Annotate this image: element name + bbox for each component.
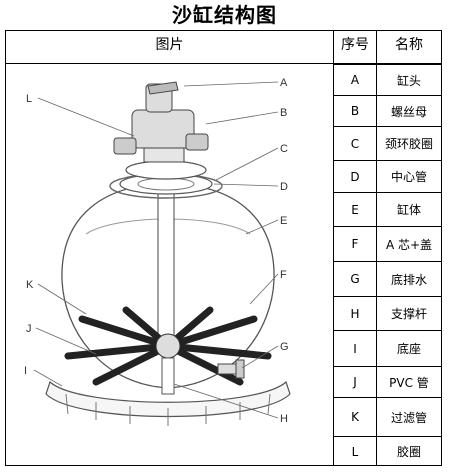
part-code: I (334, 330, 376, 366)
part-code: K (334, 397, 376, 436)
diagram-label-e: E (280, 215, 287, 227)
part-code: B (334, 95, 376, 126)
column-divider (333, 30, 334, 466)
part-name: 底座 (377, 330, 441, 366)
part-name: 过滤管 (377, 397, 441, 436)
part-code: G (334, 261, 376, 296)
column-divider (376, 30, 377, 466)
support-rod (161, 357, 175, 395)
part-code: E (334, 192, 376, 226)
part-code: H (334, 296, 376, 330)
part-name: PVC 管 (377, 366, 441, 397)
part-code: A (334, 64, 376, 95)
diagram-label-f: F (280, 269, 287, 281)
diagram-label-i: I (24, 365, 27, 377)
part-code: J (334, 366, 376, 397)
part-name: A 芯+盖 (377, 226, 441, 261)
diagram-label-l: L (26, 93, 32, 105)
sand-filter-diagram: A B C D E F G H I J K L (24, 77, 291, 426)
header-name: 名称 (377, 30, 441, 64)
part-code: C (334, 126, 376, 160)
lateral-hub (155, 333, 181, 359)
diagram-label-j: J (26, 323, 32, 335)
part-name: 缸头 (377, 64, 441, 95)
part-code: D (334, 160, 376, 192)
nut-ring (125, 160, 207, 180)
header-image: 图片 (6, 30, 333, 64)
part-name: 螺丝母 (377, 95, 441, 126)
diagram-label-d: D (280, 181, 288, 193)
part-code: L (334, 436, 376, 466)
drain-fitting (217, 359, 245, 379)
part-name: 颈环胶圈 (377, 126, 441, 160)
lateral-pipes (64, 306, 272, 386)
parts-table (5, 30, 442, 466)
part-name: 中心管 (377, 160, 441, 192)
diagram-label-c: C (280, 143, 288, 155)
part-name: 胶圈 (377, 436, 441, 466)
part-name: 支撑杆 (377, 296, 441, 330)
tank-base (45, 380, 291, 418)
diagram-label-a: A (280, 77, 288, 89)
diagram-label-k: K (26, 279, 34, 291)
diagram-label-b: B (280, 107, 287, 119)
part-name: 底排水 (377, 261, 441, 296)
header-index: 序号 (334, 30, 376, 64)
diagram-label-g: G (280, 341, 289, 353)
diagram-label-h: H (280, 413, 288, 425)
valve-head (113, 81, 209, 163)
part-code: F (334, 226, 376, 261)
part-name: 缸体 (377, 192, 441, 226)
center-pipe (157, 183, 175, 345)
page-title: 沙缸结构图 (172, 3, 277, 27)
